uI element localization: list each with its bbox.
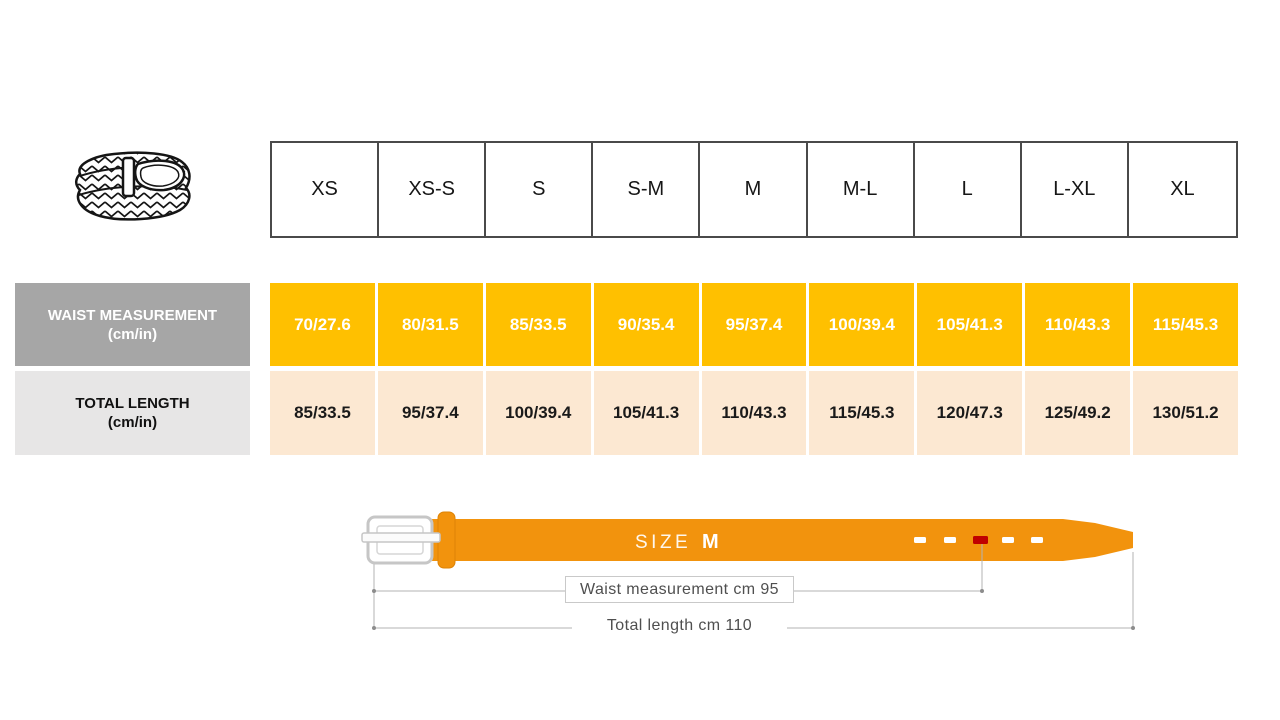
- waist-value-cell: 105/41.3: [917, 283, 1023, 366]
- size-header-cell: XL: [1170, 178, 1195, 200]
- size-header-cell: L: [915, 143, 1022, 236]
- belt-hole: [944, 537, 956, 543]
- total-row-label-text: TOTAL LENGTH: [75, 395, 190, 412]
- total-row: 85/33.5 95/37.4 100/39.4 105/41.3 110/43…: [270, 371, 1238, 455]
- dimension-line-end-dots: [372, 589, 1135, 630]
- waist-measurement-caption: Waist measurement cm 95: [565, 576, 794, 603]
- size-header-cell: S-M: [593, 143, 701, 236]
- size-header-row: XS XS-S S S-M M M-L L L-XL XL: [270, 141, 1238, 238]
- total-row-label: TOTAL LENGTH (cm/in): [15, 371, 250, 455]
- total-value-cell: 120/47.3: [917, 371, 1023, 455]
- total-row-label-unit: (cm/in): [107, 414, 158, 431]
- total-value-cell: 95/37.4: [377, 371, 483, 455]
- total-value-cell: 110/43.3: [701, 371, 807, 455]
- total-value-cell: 125/49.2: [1025, 371, 1131, 455]
- waist-row-label-unit: (cm/in): [107, 325, 158, 343]
- size-header-cell: XS-S: [379, 143, 487, 236]
- size-value-label: M: [702, 531, 719, 553]
- waist-value-cell: 100/39.4: [809, 283, 915, 366]
- size-header-cell: L-XL: [1022, 143, 1129, 236]
- belt-hole: [1002, 537, 1014, 543]
- size-header-cell: XS: [272, 143, 380, 236]
- belt-holes: [914, 536, 1043, 544]
- waist-value-cell: 70/27.6: [270, 283, 375, 366]
- waist-value-cell: 95/37.4: [701, 283, 807, 366]
- waist-value-cell: 85/33.5: [485, 283, 591, 366]
- total-value-cell: 85/33.5: [270, 371, 375, 455]
- belt-hole-marked-red: [973, 536, 988, 544]
- waist-value-cell: 115/45.3: [1133, 283, 1238, 366]
- belt-hole: [914, 537, 926, 543]
- waist-row-label: WAIST MEASUREMENT (cm/in): [15, 283, 250, 366]
- total-value-cell: 130/51.2: [1133, 371, 1238, 455]
- braided-belt-icon: [75, 151, 191, 221]
- belt-buckle-icon-inner: [139, 164, 180, 187]
- belt-buckle-prong: [361, 532, 441, 543]
- size-header-cell: S: [486, 143, 594, 236]
- waist-value-cell: 80/31.5: [377, 283, 483, 366]
- waist-value-cell: 90/35.4: [593, 283, 699, 366]
- total-value-cell: 100/39.4: [485, 371, 591, 455]
- waist-row-label-text: WAIST MEASUREMENT: [47, 306, 218, 324]
- size-header-cell: M-L: [808, 143, 915, 236]
- total-value-cell: 115/45.3: [809, 371, 915, 455]
- belt-hole: [1031, 537, 1043, 543]
- belt-keeper-icon: [121, 156, 136, 198]
- belt-strap: [427, 519, 1133, 561]
- size-word-label: SIZE: [635, 532, 691, 553]
- waist-row: 70/27.6 80/31.5 85/33.5 90/35.4 95/37.4 …: [270, 283, 1238, 366]
- waist-value-cell: 110/43.3: [1025, 283, 1131, 366]
- total-value-cell: 105/41.3: [593, 371, 699, 455]
- total-length-caption: Total length cm 110: [572, 613, 787, 639]
- size-header-cell: M: [700, 143, 808, 236]
